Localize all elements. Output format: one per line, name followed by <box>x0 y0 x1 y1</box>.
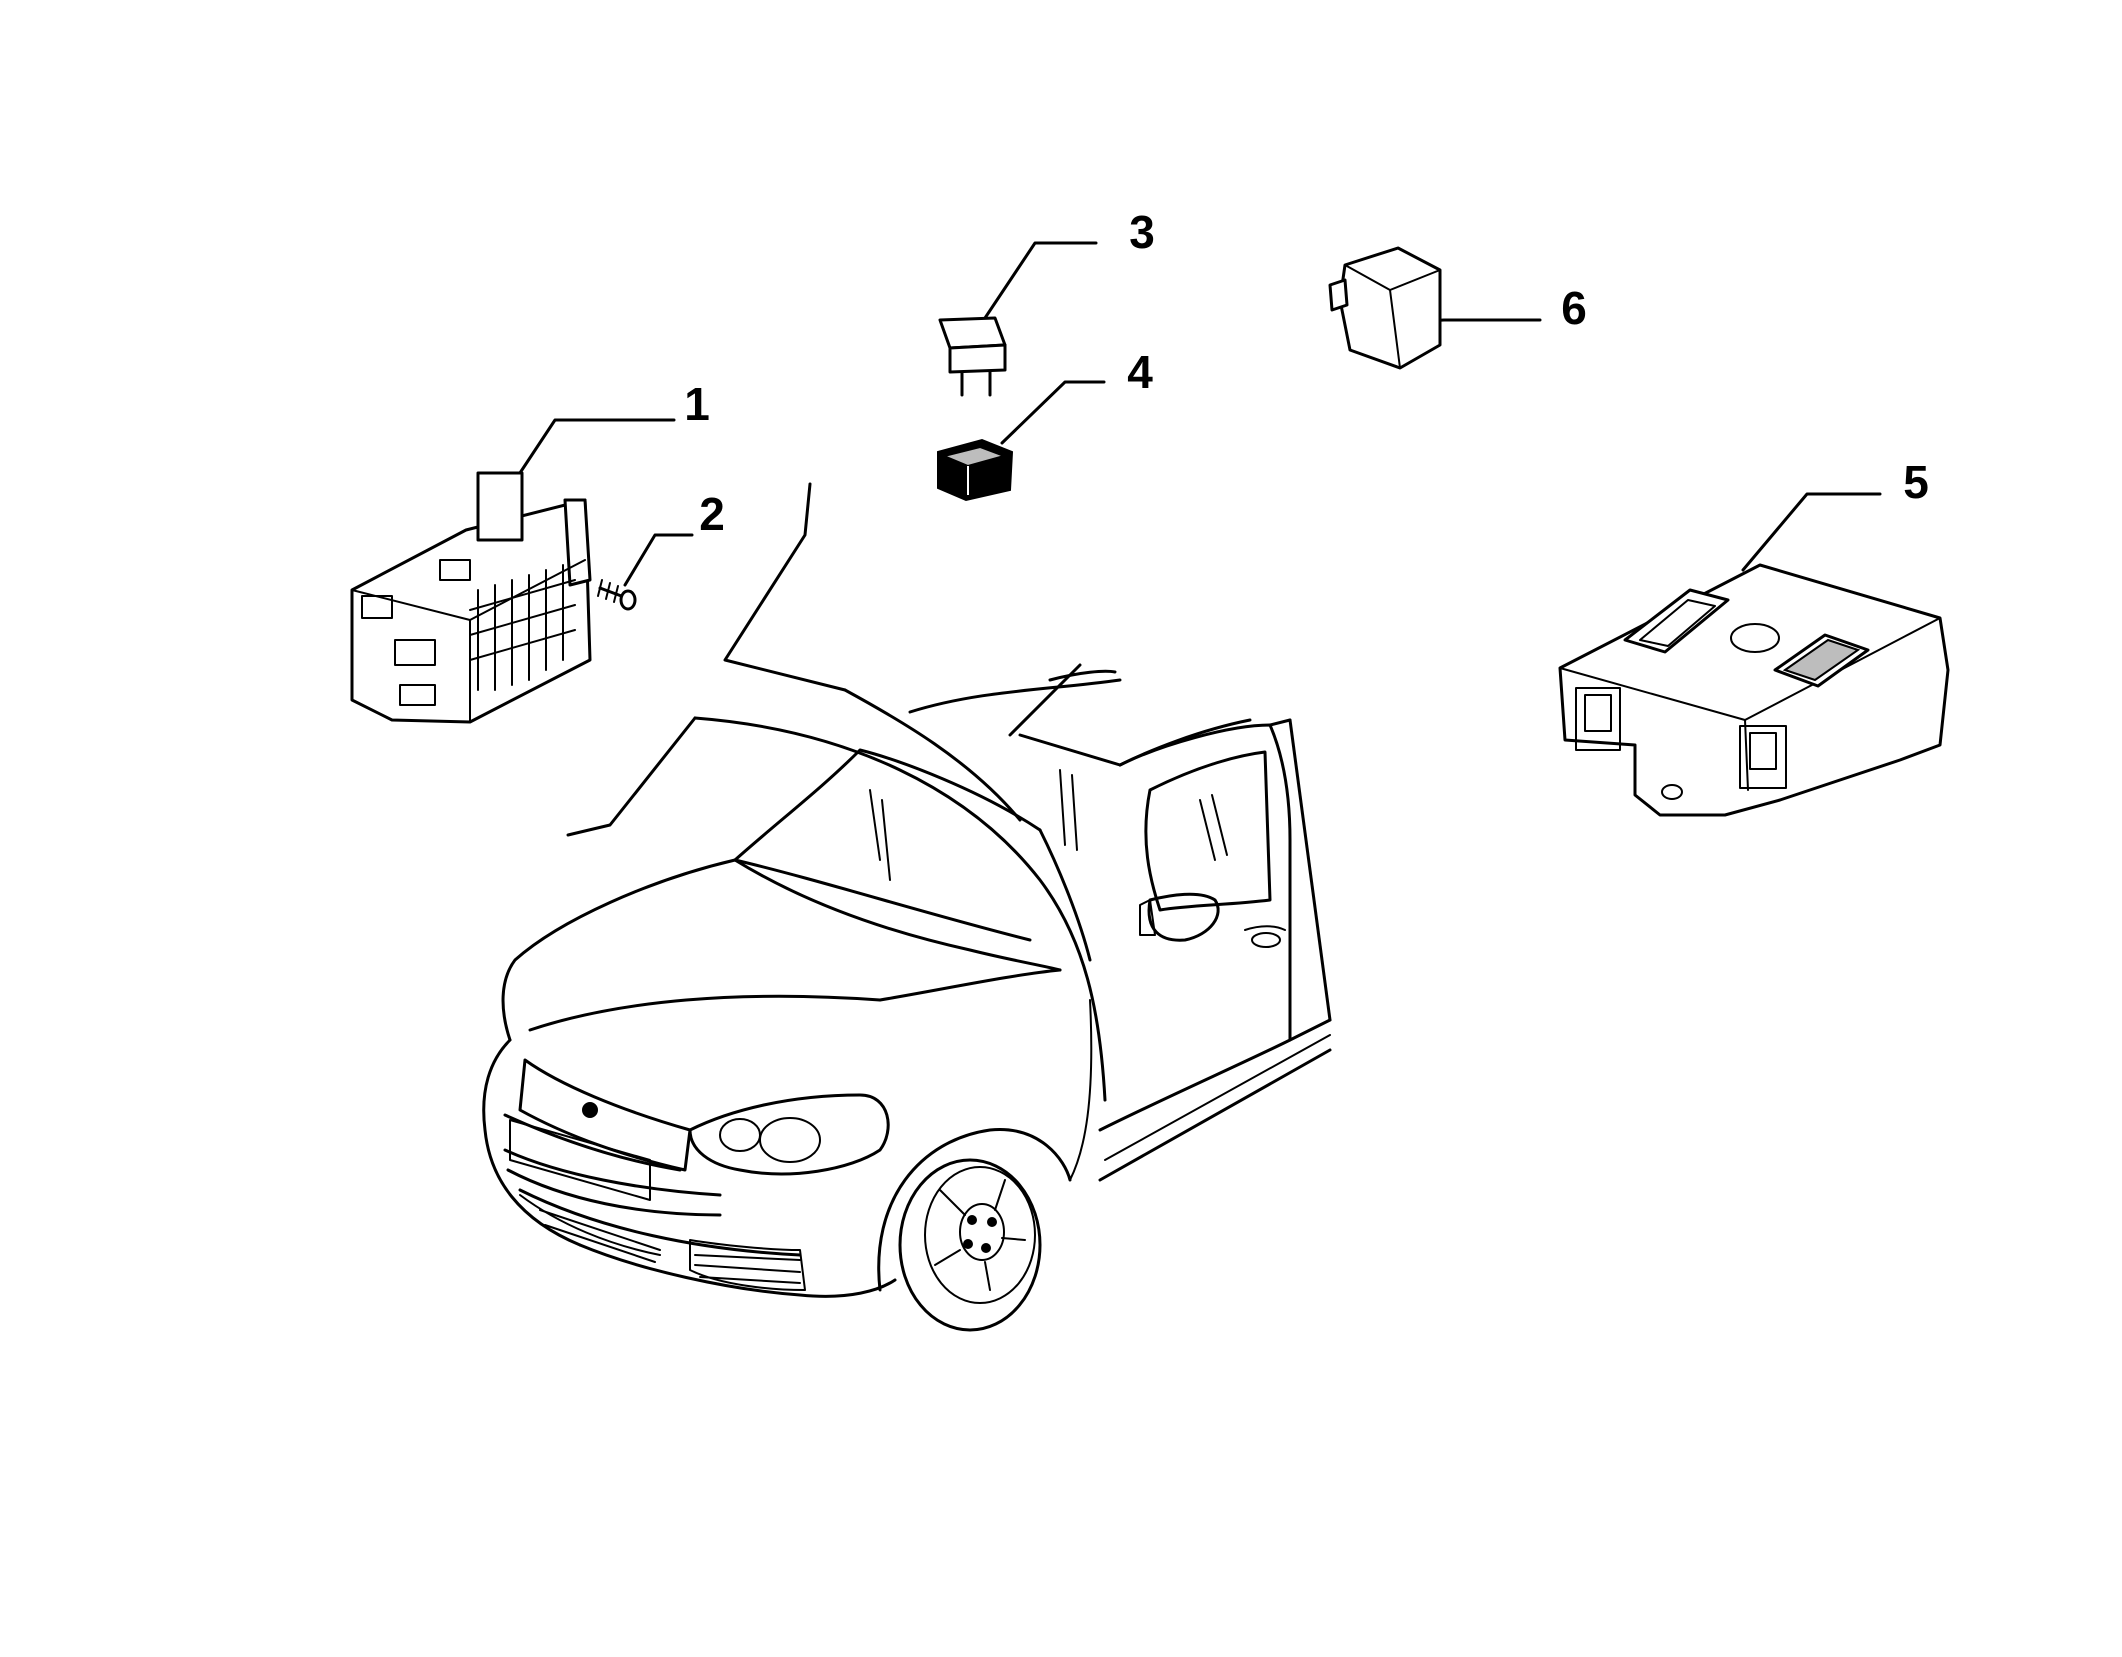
part-1-fuse-box <box>350 471 592 724</box>
part-5-control-unit <box>1558 563 1950 817</box>
callout-5-label: 5 <box>1903 456 1929 508</box>
callout-2-label: 2 <box>699 488 725 540</box>
car-outline <box>482 663 1332 1332</box>
part-3-blade-fuse <box>938 316 1007 397</box>
part-6-relay <box>1328 246 1442 370</box>
part-2-screw <box>597 579 637 611</box>
location-pointer <box>566 482 847 837</box>
callout-1-label: 1 <box>684 378 710 430</box>
part-4-relay <box>937 438 1014 502</box>
fuse-box-pins <box>469 564 576 691</box>
callout-4-label: 4 <box>1127 346 1153 398</box>
callout-6-label: 6 <box>1561 282 1587 334</box>
callout-3-label: 3 <box>1129 206 1155 258</box>
